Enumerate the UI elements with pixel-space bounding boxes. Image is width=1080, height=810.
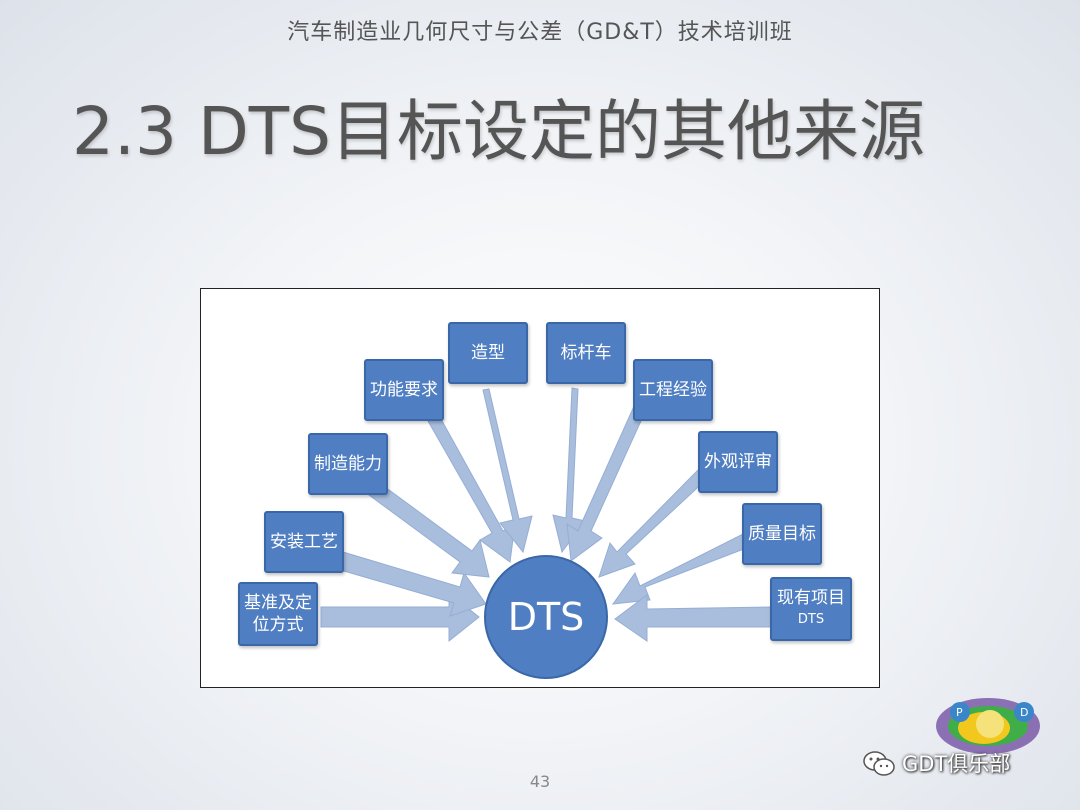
source-box-styling: 造型 [448,322,528,384]
hub-label: DTS [507,595,585,639]
brand-watermark: GDT俱乐部 [862,748,1010,778]
arrow-assembly [336,551,487,617]
page-number: 43 [529,772,551,791]
source-box-manufacturing: 制造能力 [308,433,388,495]
brand-text: GDT俱乐部 [902,752,1011,776]
source-box-engineering: 工程经验 [633,359,713,421]
arrow-quality [611,533,750,605]
dts-diagram: 基准及定位方式 安装工艺 制造能力 功能要求 造型 标杆车 工程经验 外观评审 … [200,288,880,688]
arrow-datum [320,591,480,643]
arrow-appearance [598,466,710,578]
pdca-logo: P D [936,698,1040,754]
arrows-layer [320,387,774,643]
logo-letter-d: D [1020,706,1028,719]
dts-hub: DTS [484,555,608,679]
arrow-existing [614,594,774,642]
logo-letter-p: P [956,706,963,719]
arrow-engineering [566,394,651,562]
source-box-benchmark: 标杆车 [546,322,626,384]
source-box-assembly: 安装工艺 [264,511,344,573]
arrow-manufacturing [368,483,490,578]
course-title: 汽车制造业几何尺寸与公差（GD&T）技术培训班 [287,20,793,45]
source-box-function: 功能要求 [364,359,444,421]
slide-title: 2.3 DTS目标设定的其他来源 [72,93,925,170]
source-box-datum: 基准及定位方式 [238,582,318,646]
arrow-benchmark [552,387,586,554]
wechat-icon [863,751,895,776]
source-box-appearance: 外观评审 [698,431,778,493]
arrow-styling [482,388,533,554]
source-box-quality: 质量目标 [742,503,822,565]
